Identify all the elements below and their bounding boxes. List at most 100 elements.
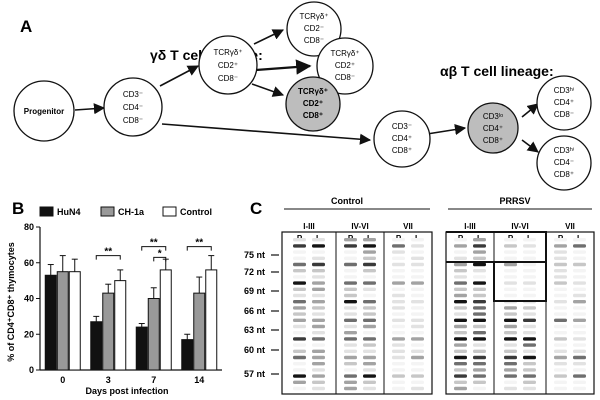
- gd-node-1: TCRγδ⁺ CD2⁺ CD8⁻: [198, 35, 258, 95]
- gel-band: [392, 368, 405, 372]
- gel-band: [312, 362, 325, 366]
- gel-band: [473, 269, 486, 273]
- gel-band: [554, 293, 567, 298]
- gel-band: [573, 380, 586, 384]
- gel-band: [573, 256, 586, 260]
- bar: [102, 292, 115, 371]
- gel-band: [454, 238, 467, 242]
- gel-band: [392, 349, 405, 353]
- ab-cd4-label-2: CD8⁻: [554, 110, 574, 119]
- gel-band: [392, 244, 405, 248]
- gel-band: [293, 324, 306, 329]
- arrow-progenitor-dn: [74, 103, 106, 115]
- gel-band: [504, 343, 517, 347]
- gel-band: [504, 244, 517, 248]
- gel-band: [504, 374, 517, 378]
- gel-band: [523, 275, 536, 279]
- gel-band: [312, 238, 325, 242]
- gel-band: [293, 306, 306, 310]
- y-tick-label: 60: [24, 258, 34, 268]
- significance-label: *: [158, 248, 162, 259]
- gel-band: [504, 287, 517, 291]
- gel-band: [454, 355, 467, 360]
- gel-band: [473, 306, 486, 310]
- bar-chart-bars: [44, 255, 218, 371]
- group-label: VII: [565, 222, 575, 231]
- gel-band: [504, 380, 517, 384]
- gel-band: [344, 256, 357, 260]
- gel-band: [411, 343, 424, 347]
- gel-band: [293, 281, 306, 285]
- panel-b: B HuN4 CH-1a Control % of CD4⁺CD8⁺ thymo…: [6, 199, 222, 396]
- gel-band: [312, 306, 325, 310]
- gel-band: [293, 331, 306, 335]
- gel-band: [554, 337, 567, 341]
- gd-mid-label-1: CD2⁺: [335, 61, 355, 70]
- gel-band: [504, 312, 517, 316]
- gel-band: [293, 318, 306, 322]
- gel-band: [411, 380, 424, 384]
- gel-band: [573, 306, 586, 310]
- gel-band: [473, 331, 486, 335]
- significance-markers: *******: [95, 238, 212, 262]
- arrow-gd-top: [253, 29, 285, 45]
- gel-band: [554, 343, 567, 347]
- arrow-lo-cd8: [521, 139, 539, 153]
- gel-band: [454, 318, 467, 322]
- significance-bracket: [141, 246, 167, 251]
- gel-band: [523, 293, 536, 298]
- gel-band: [293, 362, 306, 366]
- gel-band: [523, 343, 536, 347]
- gel-band: [504, 355, 517, 360]
- gel-band: [411, 312, 424, 316]
- gel-band: [392, 262, 405, 267]
- gel-band: [392, 281, 405, 285]
- x-tick-label: 7: [151, 375, 156, 385]
- gel-band: [344, 318, 357, 322]
- gel-band: [523, 318, 536, 322]
- gel-band: [392, 312, 405, 316]
- gel-band: [473, 256, 486, 260]
- gel-band: [504, 262, 517, 267]
- gel-band: [473, 386, 486, 391]
- size-label: 75 nt: [244, 250, 265, 260]
- gel-band: [312, 324, 325, 329]
- group-label: I-III: [303, 222, 315, 231]
- gel-band: [554, 386, 567, 391]
- gel-band: [554, 244, 567, 248]
- bar: [114, 280, 127, 371]
- gel-band: [312, 250, 325, 254]
- size-label: 72 nt: [244, 267, 265, 277]
- gd-top-label-1: CD2⁻: [304, 24, 324, 33]
- gel-band: [411, 355, 424, 360]
- bar: [56, 271, 69, 371]
- gel-band: [473, 337, 486, 341]
- gel-band: [293, 293, 306, 298]
- ab-lineage-title: αβ T cell lineage:: [440, 63, 554, 79]
- ab-cd8-label-2: CD8⁺: [554, 170, 574, 179]
- gel-band: [312, 256, 325, 260]
- gel-band: [293, 262, 306, 267]
- gel-band: [344, 386, 357, 391]
- gel-band: [392, 293, 405, 298]
- bar: [44, 274, 57, 371]
- gel-band: [473, 287, 486, 291]
- gel-band: [392, 287, 405, 291]
- gel-band: [392, 269, 405, 273]
- gel-band: [411, 262, 424, 267]
- gel-band: [504, 256, 517, 260]
- gel-band: [554, 312, 567, 316]
- gel-band: [344, 337, 357, 341]
- gel-band: [473, 293, 486, 298]
- gel-band: [573, 343, 586, 347]
- gel-band: [504, 386, 517, 391]
- gel-band: [312, 262, 325, 267]
- gel-band: [411, 256, 424, 260]
- gel-band: [363, 312, 376, 316]
- x-axis-label: Days post infection: [85, 386, 168, 396]
- gel-band: [473, 362, 486, 366]
- gd-top-node: TCRγδ⁺ CD2⁻ CD8⁻: [286, 1, 342, 57]
- gel-band: [363, 269, 376, 273]
- gel-band: [411, 362, 424, 366]
- dn-label-1: CD4⁻: [123, 103, 143, 112]
